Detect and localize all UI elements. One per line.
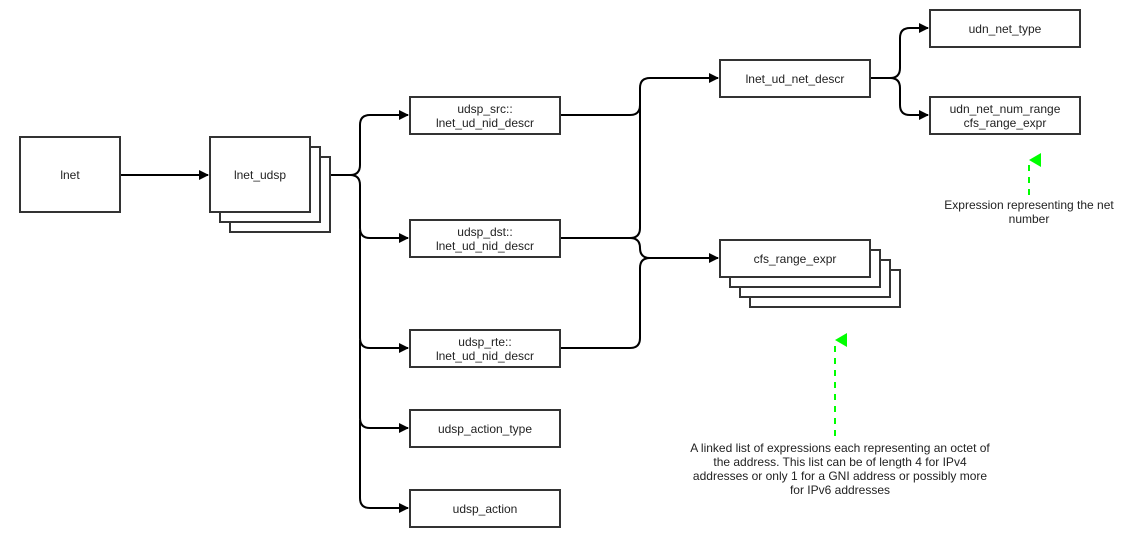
node-udsp-src[interactable]: udsp_src:: lnet_ud_nid_descr (409, 96, 561, 135)
node-lnet-ud-net-descr[interactable]: lnet_ud_net_descr (719, 59, 871, 98)
node-cfs-range-expr[interactable]: cfs_range_expr (719, 239, 871, 278)
node-udsp-dst[interactable]: udsp_dst:: lnet_ud_nid_descr (409, 219, 561, 258)
edge-net-descr-to-num-range (871, 77, 929, 120)
node-udsp-action[interactable]: udsp_action (409, 489, 561, 528)
node-lnet-udsp[interactable]: lnet_udsp (209, 136, 311, 213)
node-udsp-rte[interactable]: udsp_rte:: lnet_ud_nid_descr (409, 329, 561, 368)
edge-net-descr-to-type (871, 23, 929, 79)
note-octet-list: A linked list of expressions each repres… (690, 441, 990, 497)
node-udn-net-type[interactable]: udn_net_type (929, 9, 1081, 48)
edge-rte-to-range-expr (561, 257, 651, 349)
edge-dst-to-net-descr (561, 88, 641, 239)
edge-udsp-to-action-type (359, 340, 409, 433)
edge-udsp-to-dst (311, 174, 409, 243)
node-lnet[interactable]: lnet (19, 136, 121, 213)
edge-udsp-to-rte (359, 230, 409, 353)
node-udn-net-num-range[interactable]: udn_net_num_range cfs_range_expr (929, 96, 1081, 135)
edge-udsp-to-action (359, 420, 409, 513)
note-net-number: Expression representing the net number (944, 198, 1114, 226)
edge-udsp-to-src (311, 110, 409, 176)
edge-dst-to-range-expr (561, 237, 719, 263)
node-udsp-action-type[interactable]: udsp_action_type (409, 409, 561, 448)
